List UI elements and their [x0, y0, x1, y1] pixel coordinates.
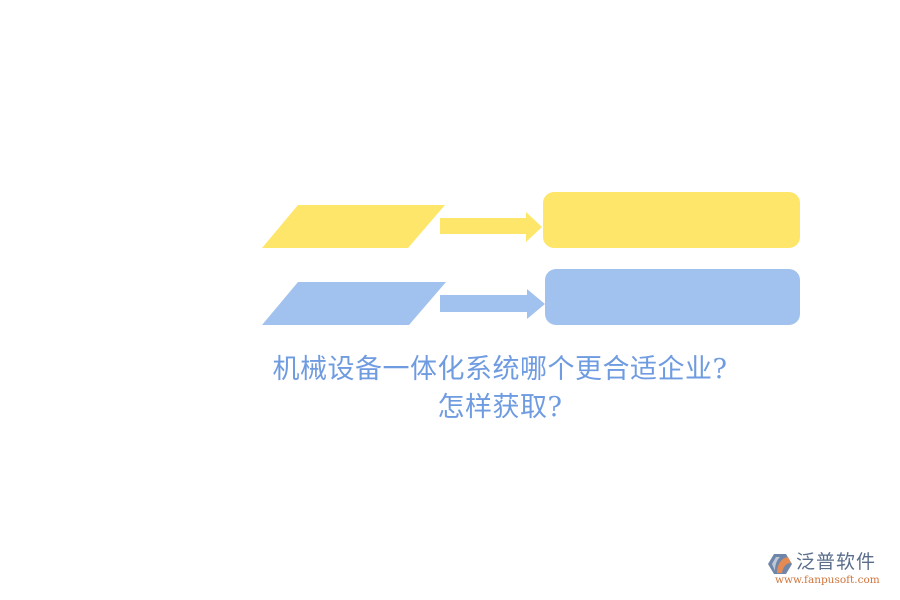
input-parallelogram-1: [262, 205, 445, 248]
output-box-2: [545, 269, 800, 325]
logo-name: 泛普软件: [796, 551, 877, 573]
brand-logo: 泛普软件 www.fanpusoft.com: [768, 551, 898, 591]
page-title: 机械设备一体化系统哪个更合适企业? 怎样获取?: [150, 351, 850, 427]
fanpu-hexagon-logo-icon: [768, 554, 792, 574]
input-parallelogram-2: [262, 282, 446, 325]
logo-url: www.fanpusoft.com: [775, 574, 880, 586]
title-line-1: 机械设备一体化系统哪个更合适企业?: [272, 354, 728, 385]
output-box-1: [543, 192, 800, 248]
arrow-right-icon: [440, 289, 545, 319]
title-line-2: 怎样获取?: [437, 392, 563, 423]
arrow-right-icon: [440, 212, 542, 242]
